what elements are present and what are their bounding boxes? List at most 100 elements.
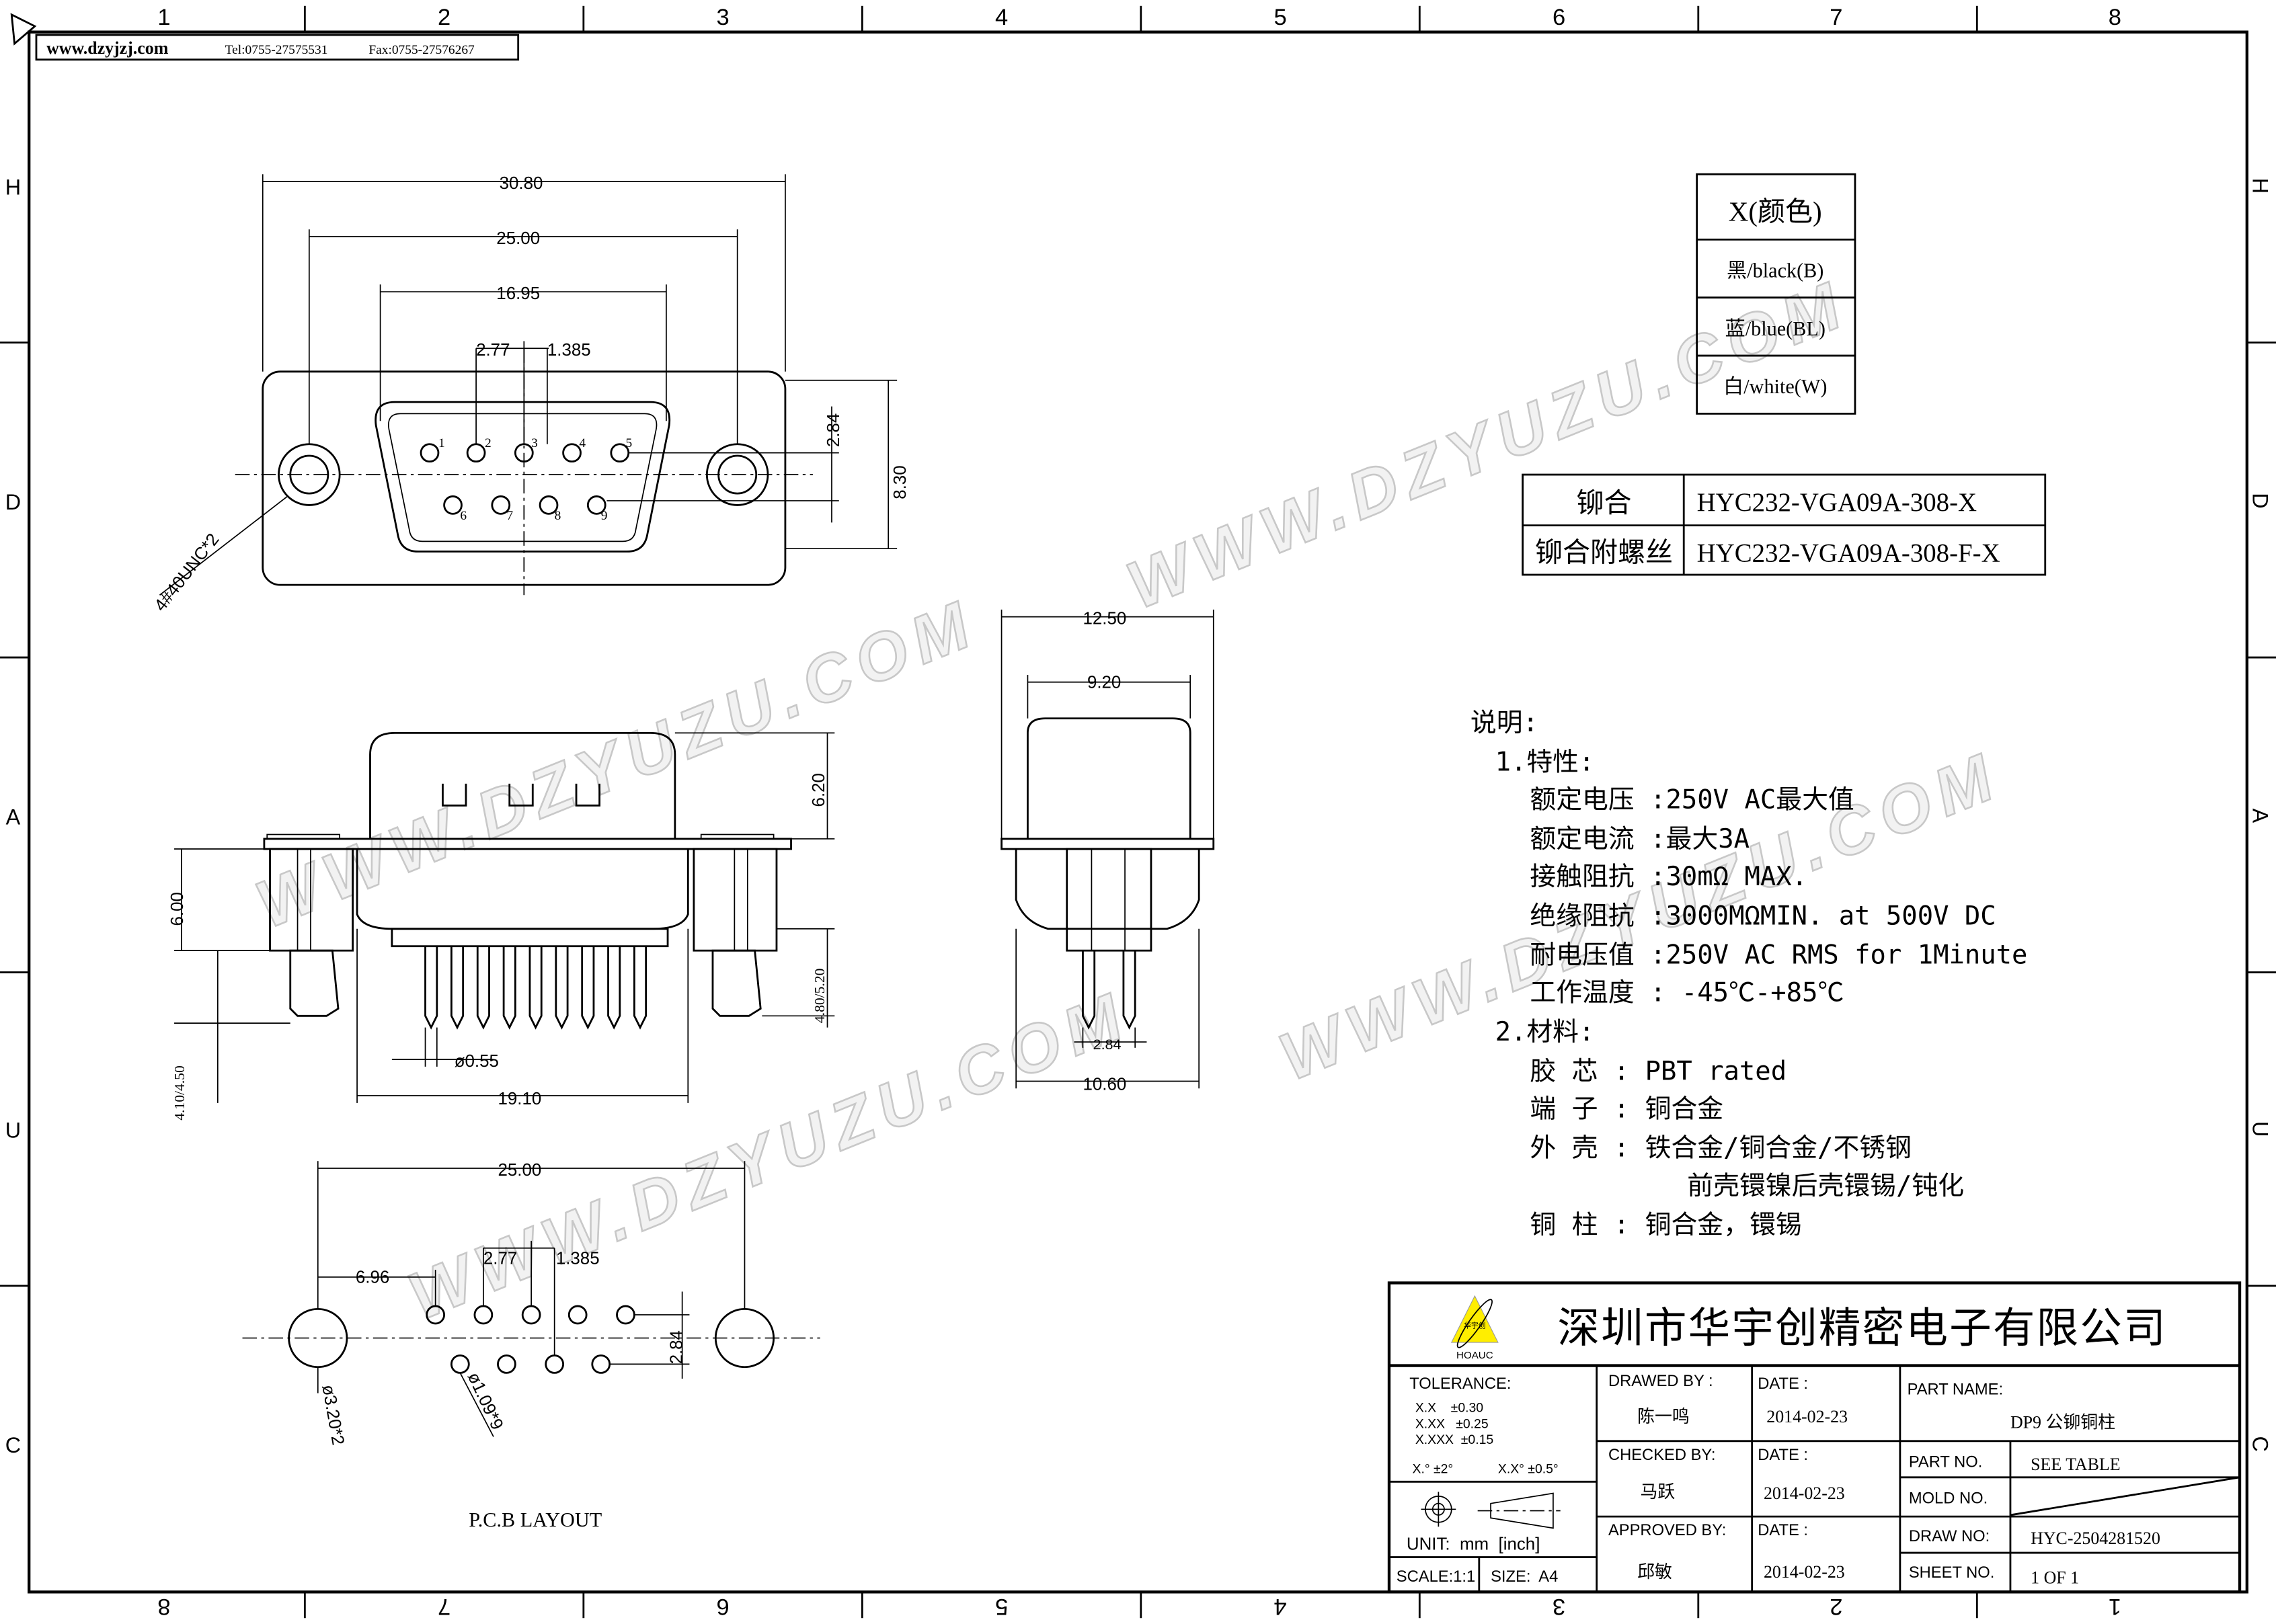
dim-pitch: 2.77: [476, 341, 510, 360]
part-name: DP9 公铆铜柱: [2010, 1412, 2115, 1432]
dim-small-hole: ø1.09*9: [464, 1369, 507, 1432]
material-line: 前壳镮镍后壳镮锡/钝化: [1530, 1171, 1964, 1201]
zone-label: 6: [716, 1594, 729, 1619]
zone-label: H: [2248, 178, 2272, 194]
zone-label: A: [2248, 809, 2272, 823]
pcb-layout-title: P.C.B LAYOUT: [469, 1508, 602, 1531]
spec-line: 额定电压 :250V AC最大值: [1530, 785, 1854, 815]
zone-label: 6: [1553, 5, 1565, 30]
color-table-header: X(颜色): [1729, 196, 1822, 227]
dim-big-hole: ø3.20*2: [318, 1383, 347, 1447]
unit-label: UNIT: mm [inch]: [1407, 1535, 1540, 1554]
color-table: X(颜色) 黑/black(B) 蓝/blue(BL) 白/white(W): [1696, 173, 1856, 415]
date-value: 2014-02-23: [1764, 1484, 1845, 1503]
date-label: DATE :: [1758, 1447, 1808, 1464]
dim-span: 19.10: [498, 1090, 541, 1108]
part-table-value: HYC232-VGA09A-308-F-X: [1697, 539, 2000, 568]
fax-text: Fax:0755-27576267: [368, 43, 475, 57]
zone-label: 3: [716, 5, 729, 30]
dim-inner: 16.95: [496, 284, 540, 303]
projection-symbol-icon: [1421, 1492, 1561, 1529]
zone-label: 1: [2109, 1594, 2121, 1619]
notes-section-title: 1.特性:: [1495, 747, 1595, 777]
end-view: 12.50 9.20 2.84 10.60: [1000, 609, 1215, 1094]
approved-by: 邱敏: [1637, 1562, 1672, 1582]
dim-overall: 30.80: [500, 174, 543, 193]
dim-shell-height: 6.20: [810, 773, 828, 807]
zone-label: 4: [995, 5, 1008, 30]
dim-screw: 4#40UNC*2: [151, 530, 223, 615]
dim-width: 12.50: [1083, 609, 1126, 628]
zone-label: 3: [1553, 1594, 1565, 1619]
zone-label: U: [2248, 1121, 2272, 1137]
size-label: SIZE: A4: [1491, 1568, 1558, 1586]
dim-shell: 25.00: [496, 229, 540, 248]
pin-numbers: 1 2 3 4 5 6 7 8 9: [438, 436, 632, 523]
pin-number: 3: [531, 436, 538, 450]
zone-label: D: [2248, 493, 2272, 508]
drawed-by: 陈一鸣: [1637, 1407, 1690, 1426]
dim-inner: 9.20: [1087, 673, 1121, 692]
side-view: 6.20 6.00 4.80/5.20 4.10/4.50 ø0.55 19.1…: [168, 731, 835, 1121]
date-value: 2014-02-23: [1764, 1562, 1845, 1582]
checked-by: 马跃: [1640, 1482, 1675, 1502]
zone-labels-top: 1 2 3 4 5 6 7 8: [157, 5, 2121, 30]
zone-label: C: [2248, 1436, 2272, 1451]
color-option: 黑/black(B): [1727, 259, 1823, 282]
dim-height: 8.30: [891, 465, 910, 499]
dim-half-pitch: 1.385: [547, 341, 591, 360]
header-contact: www.dzyjzj.com Tel:0755-27575531 Fax:075…: [35, 34, 520, 61]
notes-title: 说明:: [1470, 708, 1538, 738]
dim-base: 10.60: [1083, 1075, 1126, 1094]
tolerance-label: TOLERANCE:: [1409, 1375, 1511, 1393]
zone-label: 8: [157, 1594, 170, 1619]
material-line: 胶 芯 : PBT rated: [1530, 1056, 1787, 1086]
approved-by-label: APPROVED BY:: [1608, 1522, 1726, 1539]
zone-label: H: [5, 175, 21, 199]
spec-line: 额定电流 :最大3A: [1530, 824, 1750, 854]
sheet-no: 1 OF 1: [2031, 1568, 2079, 1587]
dim-flange: 6.00: [168, 892, 187, 926]
mold-no-label: MOLD NO.: [1909, 1490, 1988, 1508]
drawed-by-label: DRAWED BY :: [1608, 1373, 1713, 1390]
pin-number: 6: [460, 509, 467, 523]
date-label: DATE :: [1758, 1522, 1808, 1539]
dim-span: 25.00: [498, 1161, 541, 1180]
dim-boss: 4.10/4.50: [171, 1065, 188, 1121]
zone-label: 5: [1273, 5, 1286, 30]
tolerance-value: X.XX ±0.25: [1415, 1416, 1489, 1431]
zone-label: 2: [438, 5, 450, 30]
pin-number: 1: [438, 436, 445, 450]
material-line: 铜 柱 : 铜合金，镮锡: [1530, 1210, 1801, 1240]
pin-holes: [420, 443, 630, 515]
pin-number: 2: [485, 436, 492, 450]
logo-text: 华宇创: [1464, 1321, 1485, 1330]
spec-line: 工作温度 : -45℃-+85℃: [1530, 978, 1844, 1008]
zone-label: A: [6, 805, 21, 829]
spec-line: 接触阻抗 :30mΩ MAX.: [1530, 862, 1807, 892]
spec-line: 绝缘阻抗 :3000MΩMIN. at 500V DC: [1530, 901, 1996, 931]
pin-number: 7: [506, 509, 513, 523]
color-option: 蓝/blue(BL): [1725, 317, 1826, 340]
dim-pin-length: 4.80/5.20: [812, 969, 828, 1024]
dim-pin-row: 2.84: [1093, 1036, 1122, 1053]
material-line: 外 壳 : 铁合金/铜合金/不锈钢: [1530, 1133, 1912, 1164]
angle-tolerance: X.° ±2°: [1413, 1461, 1454, 1476]
dim-half-pitch: 1.385: [556, 1249, 600, 1268]
pin-number: 9: [601, 509, 608, 523]
pin-number: 5: [625, 436, 632, 450]
part-name-label: PART NAME:: [1908, 1381, 2003, 1399]
color-option: 白/white(W): [1723, 375, 1827, 398]
scale-label: SCALE:1:1: [1397, 1568, 1475, 1586]
pin-number: 4: [579, 436, 586, 450]
zone-label: 7: [1830, 5, 1842, 30]
notes: 说明: 1.特性: 额定电压 :250V AC最大值 额定电流 :最大3A 接触…: [1470, 708, 2028, 1240]
part-no-label: PART NO.: [1909, 1454, 1982, 1471]
zone-label: C: [5, 1433, 21, 1457]
pin-number: 8: [555, 509, 561, 523]
dim-row: 2.84: [824, 413, 843, 447]
zone-labels-bottom: 8 7 6 5 4 3 2 1: [157, 1594, 2121, 1619]
sheet-frame: [0, 5, 2276, 1619]
checked-by-label: CHECKED BY:: [1608, 1447, 1716, 1464]
